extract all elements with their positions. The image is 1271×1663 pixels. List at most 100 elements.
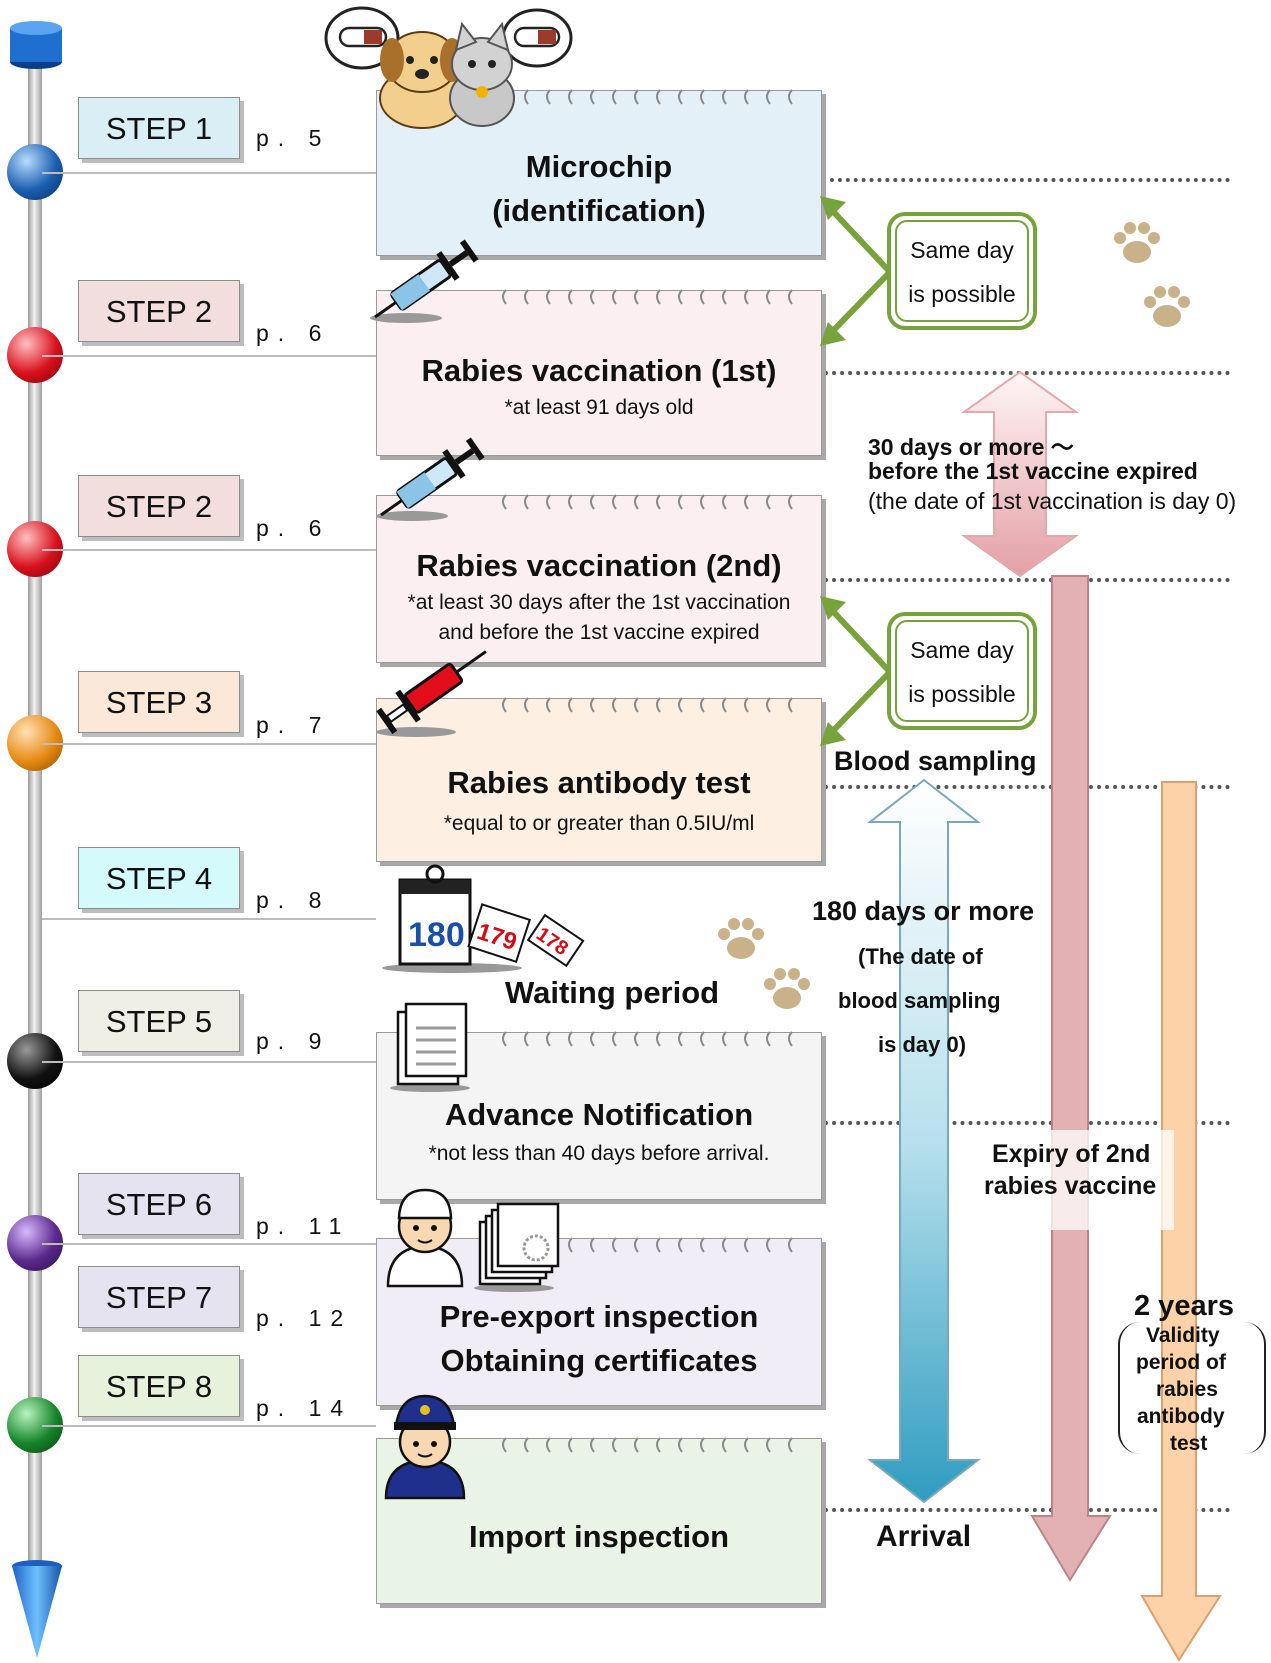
dotted-guide [824,785,1230,789]
page-ref-6: p. 11 [256,1213,351,1239]
page-ref-7: p. 12 [256,1305,353,1331]
certificate-stack-icon [474,1202,560,1292]
card-edge-scallop [656,1237,661,1253]
card-edge-scallop [744,89,749,105]
card-edge-scallop [590,697,595,713]
card-edge-scallop [744,697,749,713]
paw-print-icon [1144,286,1190,327]
card-antibody-title: Rabies antibody test [447,765,751,800]
card-rabies-antibody-test: Rabies antibody test *equal to or greate… [376,698,822,862]
dog-cat-icon [324,6,573,129]
same-day-box-2: Same day is possible [887,612,1037,730]
card-edge-scallop [700,1237,705,1253]
card-edge-scallop [766,89,771,105]
card-edge-scallop [634,289,639,305]
card-import-inspection: Import inspection [376,1438,822,1604]
card-edge-scallop [766,494,771,510]
card-edge-scallop [744,1237,749,1253]
card-edge-scallop [700,697,705,713]
connector-line [42,1425,376,1427]
card-edge-scallop [744,494,749,510]
card-edge-scallop [590,1031,595,1047]
validity-line3: period of [1136,1351,1226,1374]
document-icon [390,1002,470,1092]
blood-syringe-icon [376,650,487,737]
waiting-period-label: Waiting period [505,975,720,1010]
green-double-arrow [820,596,893,746]
card-edge-scallop [656,697,661,713]
card-edge-scallop [568,289,573,305]
connector-line [42,1061,376,1063]
pink-double-arrow-30days [960,370,1080,578]
interval-180-line3: blood sampling [838,988,1001,1013]
card-edge-scallop [634,697,639,713]
step-tag-3: STEP 3 [78,671,240,733]
card-edge-scallop [502,494,507,510]
page-ref-8: p. 14 [256,1395,353,1421]
step-tag-2a: STEP 2 [78,280,240,342]
card-edge-scallop [568,697,573,713]
card-edge-scallop [568,1031,573,1047]
card-vac1-title: Rabies vaccination (1st) [421,353,777,388]
step-tag-4: STEP 4 [78,847,240,909]
page-ref-3: p. 7 [256,712,331,738]
card-edge-scallop [656,1031,661,1047]
same-day-2-line2: is possible [908,681,1016,707]
card-edge-scallop [612,289,617,305]
card-edge-scallop [722,1237,727,1253]
calendar-icon: 180 179 178 [382,864,585,973]
card-preexport-title: Pre-export inspection [439,1299,759,1334]
paw-print-icon [718,918,764,959]
card-edge-scallop [700,89,705,105]
card-edge-scallop [722,494,727,510]
card-edge-scallop [678,494,683,510]
card-edge-scallop [788,1437,793,1453]
card-microchip-subtitle: (identification) [492,193,706,228]
syringe-icon [376,437,485,521]
card-edge-scallop [766,1031,771,1047]
card-edge-scallop [656,89,661,105]
card-edge-scallop [590,494,595,510]
card-edge-scallop [568,1237,573,1253]
paw-print-icon [1114,222,1160,263]
dotted-guide [824,1121,1230,1125]
blood-sampling-label: Blood sampling [834,746,1037,776]
expiry-label-bg [986,1130,1174,1230]
card-edge-scallop [568,494,573,510]
validity-years: 2 years [1134,1290,1234,1322]
card-edge-scallop [766,289,771,305]
step-tag-7: STEP 7 [78,1266,240,1328]
card-microchip-title: Microchip [525,149,673,184]
card-import-title: Import inspection [468,1519,730,1554]
card-edge-scallop [678,1031,683,1047]
card-edge-scallop [612,1031,617,1047]
card-notification-note: *not less than 40 days before arrival. [428,1142,770,1165]
card-edge-scallop [590,89,595,105]
paw-print-icon [764,968,810,1009]
validity-line5: antibody [1137,1405,1225,1428]
card-edge-scallop [678,89,683,105]
validity-line2: Validity [1146,1324,1220,1347]
dotted-guide [824,371,1230,375]
pink-arrow-expiry [1030,575,1112,1582]
connector-line [42,549,376,551]
calendar-day-180: 180 [408,916,465,954]
card-preexport-subtitle: Obtaining certificates [440,1343,758,1378]
green-double-arrow [820,196,893,346]
card-edge-scallop [700,1031,705,1047]
card-notification-title: Advance Notification [444,1097,754,1132]
card-edge-scallop [678,1237,683,1253]
card-edge-scallop [678,1437,683,1453]
card-edge-scallop [634,494,639,510]
expiry-line1: Expiry of 2nd [992,1140,1151,1168]
orange-arrow-validity [1140,781,1222,1662]
step-tag-2b: STEP 2 [78,475,240,537]
card-edge-scallop [524,89,529,105]
card-edge-scallop [788,1031,793,1047]
card-edge-scallop [678,289,683,305]
card-edge-scallop [612,494,617,510]
page-ref-5: p. 9 [256,1028,331,1054]
card-edge-scallop [744,1437,749,1453]
blue-double-arrow-180days [867,778,981,1504]
inspector-icon [386,1188,464,1288]
